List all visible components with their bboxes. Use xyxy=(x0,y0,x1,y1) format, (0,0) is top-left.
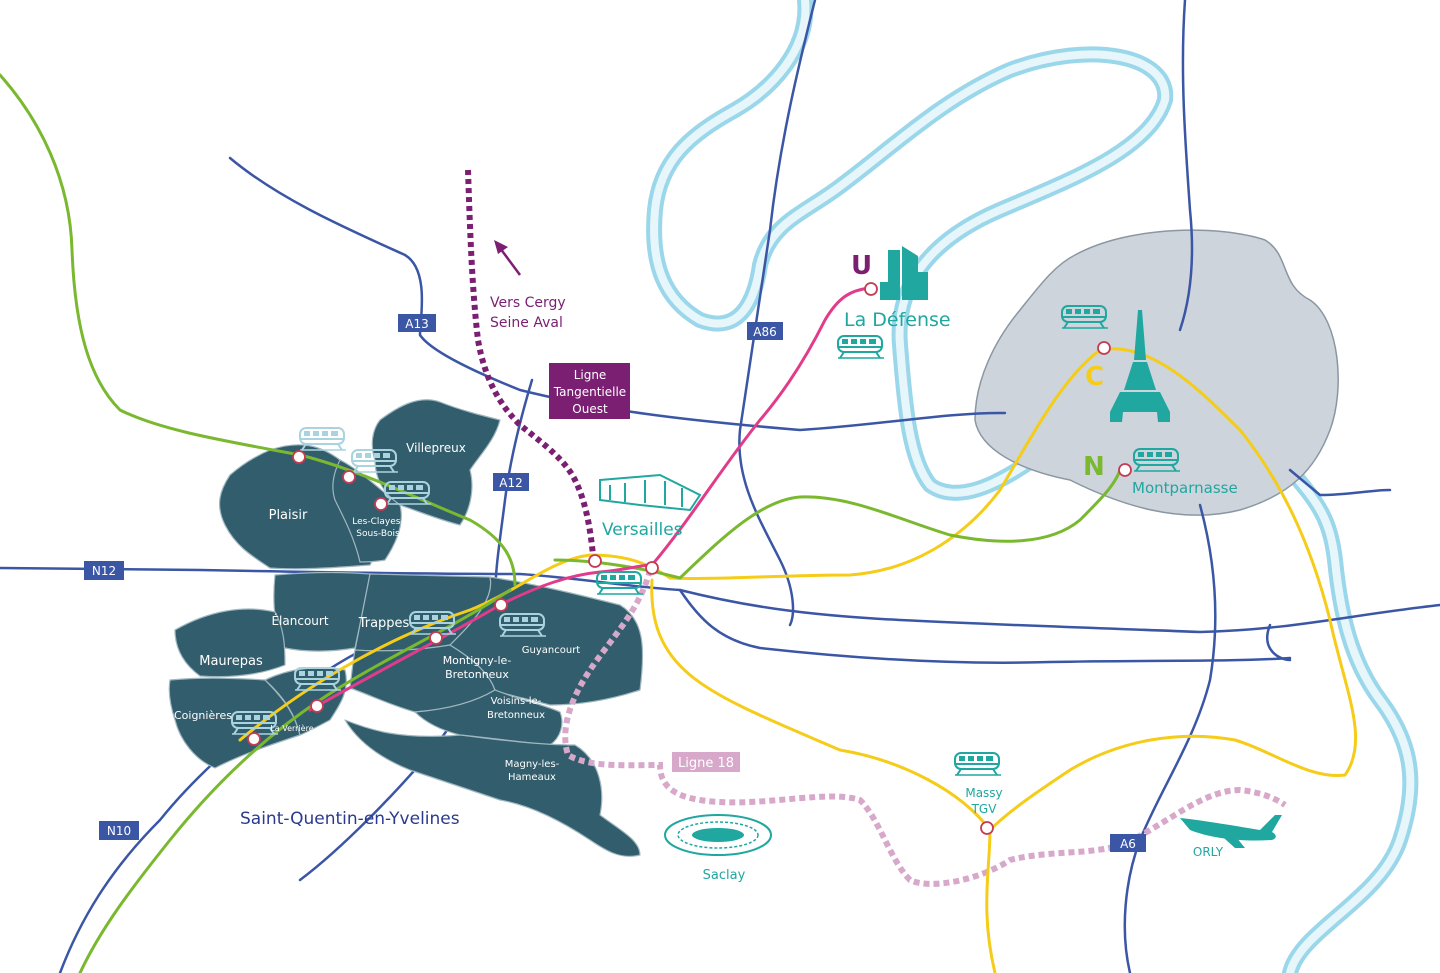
station-marker-icon xyxy=(864,282,878,296)
cergy-label-line-2: Seine Aval xyxy=(490,315,563,331)
cergy-direction: Vers Cergy Seine Aval xyxy=(490,240,566,331)
train-icon xyxy=(954,752,1002,776)
cergy-label-line-1: Vers Cergy xyxy=(490,295,566,311)
road-a86 xyxy=(738,0,817,627)
commune-elancourt xyxy=(273,572,371,652)
badge-n10-text: N10 xyxy=(107,824,131,838)
label-trappes: Trappes xyxy=(358,616,410,631)
road-a13 xyxy=(228,156,1007,432)
label-coignieres: Coignières xyxy=(174,709,232,722)
badge-a12-text: A12 xyxy=(499,476,522,490)
commune-maurepas xyxy=(174,608,286,678)
versailles-label: Versailles xyxy=(602,520,683,540)
badge-n12-text: N12 xyxy=(92,564,116,578)
rer-c-line xyxy=(238,347,1358,833)
station-marker-icon xyxy=(342,470,356,484)
saclay-label: Saclay xyxy=(703,868,746,883)
seine-river xyxy=(646,0,1419,973)
ligne-18-label: Ligne 18 xyxy=(672,752,740,772)
label-voisins-2: Bretonneux xyxy=(487,710,545,721)
badge-a12: A12 xyxy=(493,473,529,491)
badge-a6-text: A6 xyxy=(1120,837,1136,851)
station-marker-icon xyxy=(374,497,388,511)
badge-a13-text: A13 xyxy=(405,317,428,331)
label-les-clayes-1: Les-Clayes- xyxy=(352,517,403,527)
la-defense-towers-icon xyxy=(880,246,928,300)
airplane-icon xyxy=(1180,815,1282,848)
badge-a86: A86 xyxy=(747,322,783,340)
montparnasse-label: Montparnasse xyxy=(1132,479,1238,497)
saclay-building-icon xyxy=(664,814,772,856)
label-magny-2: Hameaux xyxy=(508,772,556,783)
versailles-chateau-icon xyxy=(599,473,702,512)
eiffel-tower-icon xyxy=(1110,310,1170,422)
label-les-clayes-2: Sous-Bois xyxy=(356,529,400,539)
station-marker-icon xyxy=(494,598,508,612)
badge-a13: A13 xyxy=(398,314,436,332)
commune-magny xyxy=(344,719,641,857)
region-label: Saint-Quentin-en-Yvelines xyxy=(240,809,460,829)
lto-label-line-2: Tangentielle xyxy=(553,385,626,399)
station-marker-icon xyxy=(247,732,261,746)
rer-u-letter: U xyxy=(851,251,872,281)
label-magny-1: Magny-les- xyxy=(505,759,560,770)
train-icon xyxy=(596,571,644,595)
station-marker-icon xyxy=(645,561,659,575)
road-east xyxy=(1266,468,1392,662)
label-la-verriere: La Verrière xyxy=(270,723,313,733)
rer-c-south xyxy=(985,828,997,973)
label-plaisir: Plaisir xyxy=(269,508,308,523)
badge-a86-text: A86 xyxy=(753,325,776,339)
communes-area xyxy=(168,399,644,857)
badge-n10: N10 xyxy=(99,821,139,840)
station-marker-icon xyxy=(588,554,602,568)
rer-n-letter: N xyxy=(1083,452,1105,482)
train-icon xyxy=(837,335,885,359)
ligne-18-path xyxy=(562,569,1287,887)
orly-label: ORLY xyxy=(1193,845,1224,859)
station-marker-icon xyxy=(292,450,306,464)
label-villepreux: Villepreux xyxy=(406,441,466,455)
paris-area xyxy=(974,229,1339,516)
label-maurepas: Maurepas xyxy=(199,654,263,669)
road-south-loop xyxy=(678,588,1292,664)
lto-label-line-1: Ligne xyxy=(574,368,607,382)
massy-label-line-2: TGV xyxy=(971,802,998,816)
label-montigny-2: Bretonneux xyxy=(445,668,509,681)
commune-labels: Villepreux Plaisir Les-Clayes- Sous-Bois… xyxy=(174,441,580,783)
lto-label-line-3: Ouest xyxy=(572,402,608,416)
badge-n12: N12 xyxy=(84,561,124,580)
arrow-head-icon xyxy=(494,240,508,254)
road-a6 xyxy=(1123,0,1217,973)
la-defense-label: La Défense xyxy=(844,309,951,331)
label-guyancourt: Guyancourt xyxy=(522,645,581,656)
label-elancourt: Élancourt xyxy=(271,613,328,628)
station-marker-icon xyxy=(310,699,324,713)
train-icon-versailles xyxy=(596,571,644,595)
ligne-tangentielle-ouest xyxy=(465,169,596,556)
ligne-18-label-text: Ligne 18 xyxy=(678,756,734,771)
road-n12 xyxy=(0,566,1440,634)
label-montigny-1: Montigny-le- xyxy=(443,654,512,667)
station-marker-icon xyxy=(429,631,443,645)
badge-a6: A6 xyxy=(1110,834,1146,852)
station-marker-icon xyxy=(1118,463,1132,477)
lto-label-box: Ligne Tangentielle Ouest xyxy=(549,363,630,419)
rer-c-letter: C xyxy=(1085,362,1104,392)
station-marker-icon xyxy=(980,821,994,835)
road-badges: A13 A86 A12 N12 N10 A6 xyxy=(84,314,1146,852)
rer-n-line xyxy=(0,73,1122,973)
direction-arrow-icon xyxy=(498,247,522,276)
massy-label-line-1: Massy xyxy=(965,786,1002,800)
station-marker-icon xyxy=(1097,341,1111,355)
station-markers xyxy=(247,282,1132,835)
label-voisins-1: Voisins-le- xyxy=(491,696,542,707)
